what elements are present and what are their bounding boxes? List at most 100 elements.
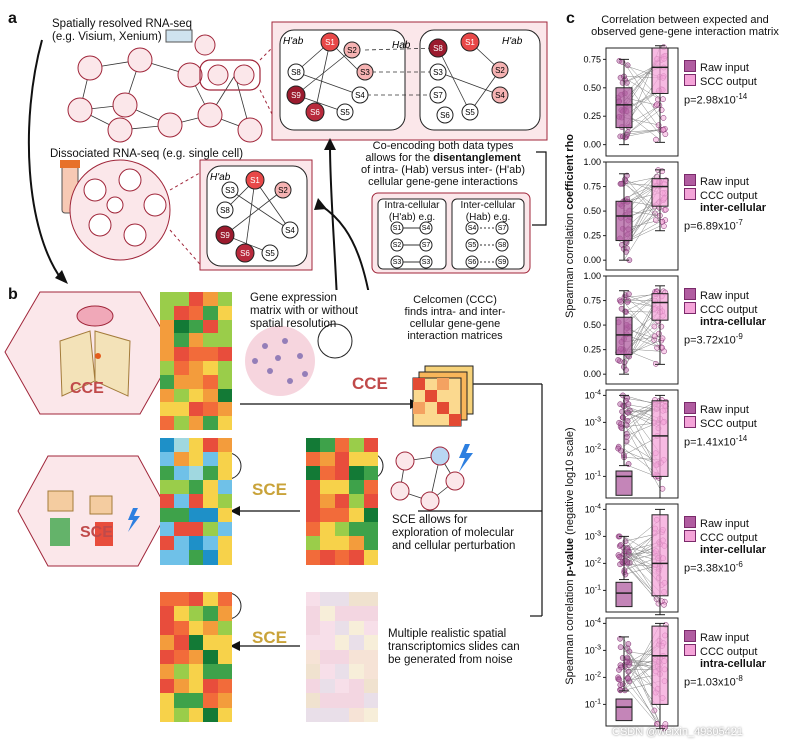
cell-top-icon (76, 305, 114, 327)
sce-allows-line1: SCE allows for (392, 514, 468, 526)
y-tick-label: 0.75 (583, 296, 601, 306)
svg-text:S5: S5 (265, 249, 275, 258)
matrix-cell (349, 693, 365, 709)
up-arrow-top (329, 144, 338, 290)
up-arrowhead-top (324, 138, 336, 150)
matrix-cell (203, 388, 219, 403)
matrix-cell (349, 522, 365, 537)
gene-expr-line3: spatial resolution (250, 318, 337, 330)
legend-pvalue: p=2.98x10-14 (684, 92, 748, 107)
matrix-cell (363, 494, 379, 509)
raw-point (626, 291, 632, 297)
multiple-line1: Multiple realistic spatial (388, 628, 507, 640)
y-tick-label: 1.00 (583, 271, 601, 281)
output-box (651, 625, 669, 705)
matrix-cell (217, 416, 233, 431)
legend-bold-label: inter-cellular (700, 544, 767, 556)
matrix-cell (306, 592, 321, 607)
matrix-cell (160, 402, 175, 417)
matrix-cell (203, 292, 219, 307)
y-tick-label: 10-4 (585, 389, 601, 400)
cell-right-icon (94, 330, 131, 397)
matrix-cell (188, 319, 204, 334)
matrix-cell (217, 592, 233, 607)
celcomen-line2: finds intra- and inter- (404, 306, 506, 318)
legend-raw-label: Raw input (700, 62, 749, 74)
matrix-cell (363, 508, 379, 523)
gene-expression-matrix-generated (160, 592, 233, 723)
output-point (660, 96, 666, 103)
matrix-cell (217, 620, 233, 636)
panel-a-graphic: S1 S2 S8 S3 S9 S4 S6 S5 S1 S2 S8 S3 S7 S… (27, 21, 548, 290)
matrix-cell (334, 452, 350, 467)
raw-point (616, 667, 622, 673)
matrix-cell (320, 664, 336, 680)
matrix-cell (188, 678, 204, 694)
matrix-cell (160, 664, 175, 680)
celcomen-line3: cellular gene-gene (409, 318, 501, 330)
matrix-cell (188, 649, 204, 665)
matrix-cell (217, 635, 233, 651)
paired-line (623, 109, 661, 137)
matrix-cell (203, 494, 219, 509)
matrix-cell (203, 374, 219, 390)
legend-pvalue: p=3.72x10-9 (684, 332, 743, 347)
matrix-cell (203, 606, 219, 622)
matrix-cell (203, 508, 219, 523)
matrix-cell (188, 305, 204, 321)
svg-text:S8: S8 (433, 44, 443, 53)
sce-mini-matrix-2 (95, 522, 113, 546)
matrix-cell (174, 292, 190, 307)
matrix-cell (188, 693, 204, 709)
y-tick-label: 1.00 (583, 157, 601, 167)
inter-box (451, 198, 525, 270)
matrix-cell (188, 522, 204, 537)
legend-pvalue: p=1.41x10-14 (684, 434, 748, 449)
matrix-cell (363, 592, 379, 607)
y-tick-label: 0.50 (583, 320, 601, 330)
boxplot-panel: 1.000.750.500.250.00 (583, 157, 679, 271)
legend-output-label: CCC output (700, 532, 758, 544)
matrix-cell (334, 536, 350, 551)
raw-point (621, 548, 628, 555)
noise-matrix (306, 592, 379, 723)
matrix-cell (160, 707, 175, 723)
boxplot-panels: 0.750.500.250.001.000.750.500.250.001.00… (583, 44, 679, 732)
matrix-cell (174, 550, 190, 565)
raw-box (615, 470, 633, 496)
y-tick-label: 0.25 (583, 231, 601, 241)
matrix-cell (363, 707, 379, 723)
matrix-cell (306, 620, 321, 636)
raw-point (625, 401, 632, 407)
paired-line (623, 129, 661, 135)
tube-cap-icon (60, 160, 80, 168)
matrix-cell (203, 452, 219, 467)
matrix-cell (203, 707, 219, 723)
matrix-cell (203, 319, 219, 334)
svg-text:S6: S6 (468, 259, 477, 266)
matrix-cell (320, 494, 336, 509)
zoom-lines-lower (169, 169, 206, 271)
sce-allows-line3: and cellular perturbation (392, 540, 516, 552)
svg-text:S3: S3 (422, 259, 431, 266)
legend-output-swatch (684, 302, 696, 314)
matrix-cell (349, 438, 365, 453)
matrix-cell (203, 361, 219, 376)
y-tick-label: 10-1 (585, 584, 601, 595)
spatial-rnaseq-label: Spatially resolved RNA-seq (e.g. Visium,… (52, 18, 192, 44)
matrix-cell (217, 664, 233, 680)
legend-pvalue: p=3.38x10-6 (684, 560, 743, 575)
raw-point (617, 542, 624, 548)
svg-text:S9: S9 (220, 231, 230, 240)
celcomen-text: Celcomen (CCC) finds intra- and inter- c… (380, 294, 530, 342)
sce-cell-icon-2 (89, 495, 113, 515)
intra-inter-example-nodes: S1 S4 S2 S7 S3 S3 S4 S7 S5 S8 S6 S9 (390, 221, 509, 269)
matrix-cell (160, 620, 175, 636)
matrix-cell (174, 333, 190, 348)
svg-text:S4: S4 (468, 225, 477, 232)
matrix-cell (203, 522, 219, 537)
inter-label: Inter-cellular (Hab) e.g. (452, 200, 524, 224)
inter-cell-dashed-edges (360, 47, 439, 96)
matrix-cell (320, 508, 336, 523)
multiple-slides-text: Multiple realistic spatial transcriptomi… (388, 628, 520, 667)
